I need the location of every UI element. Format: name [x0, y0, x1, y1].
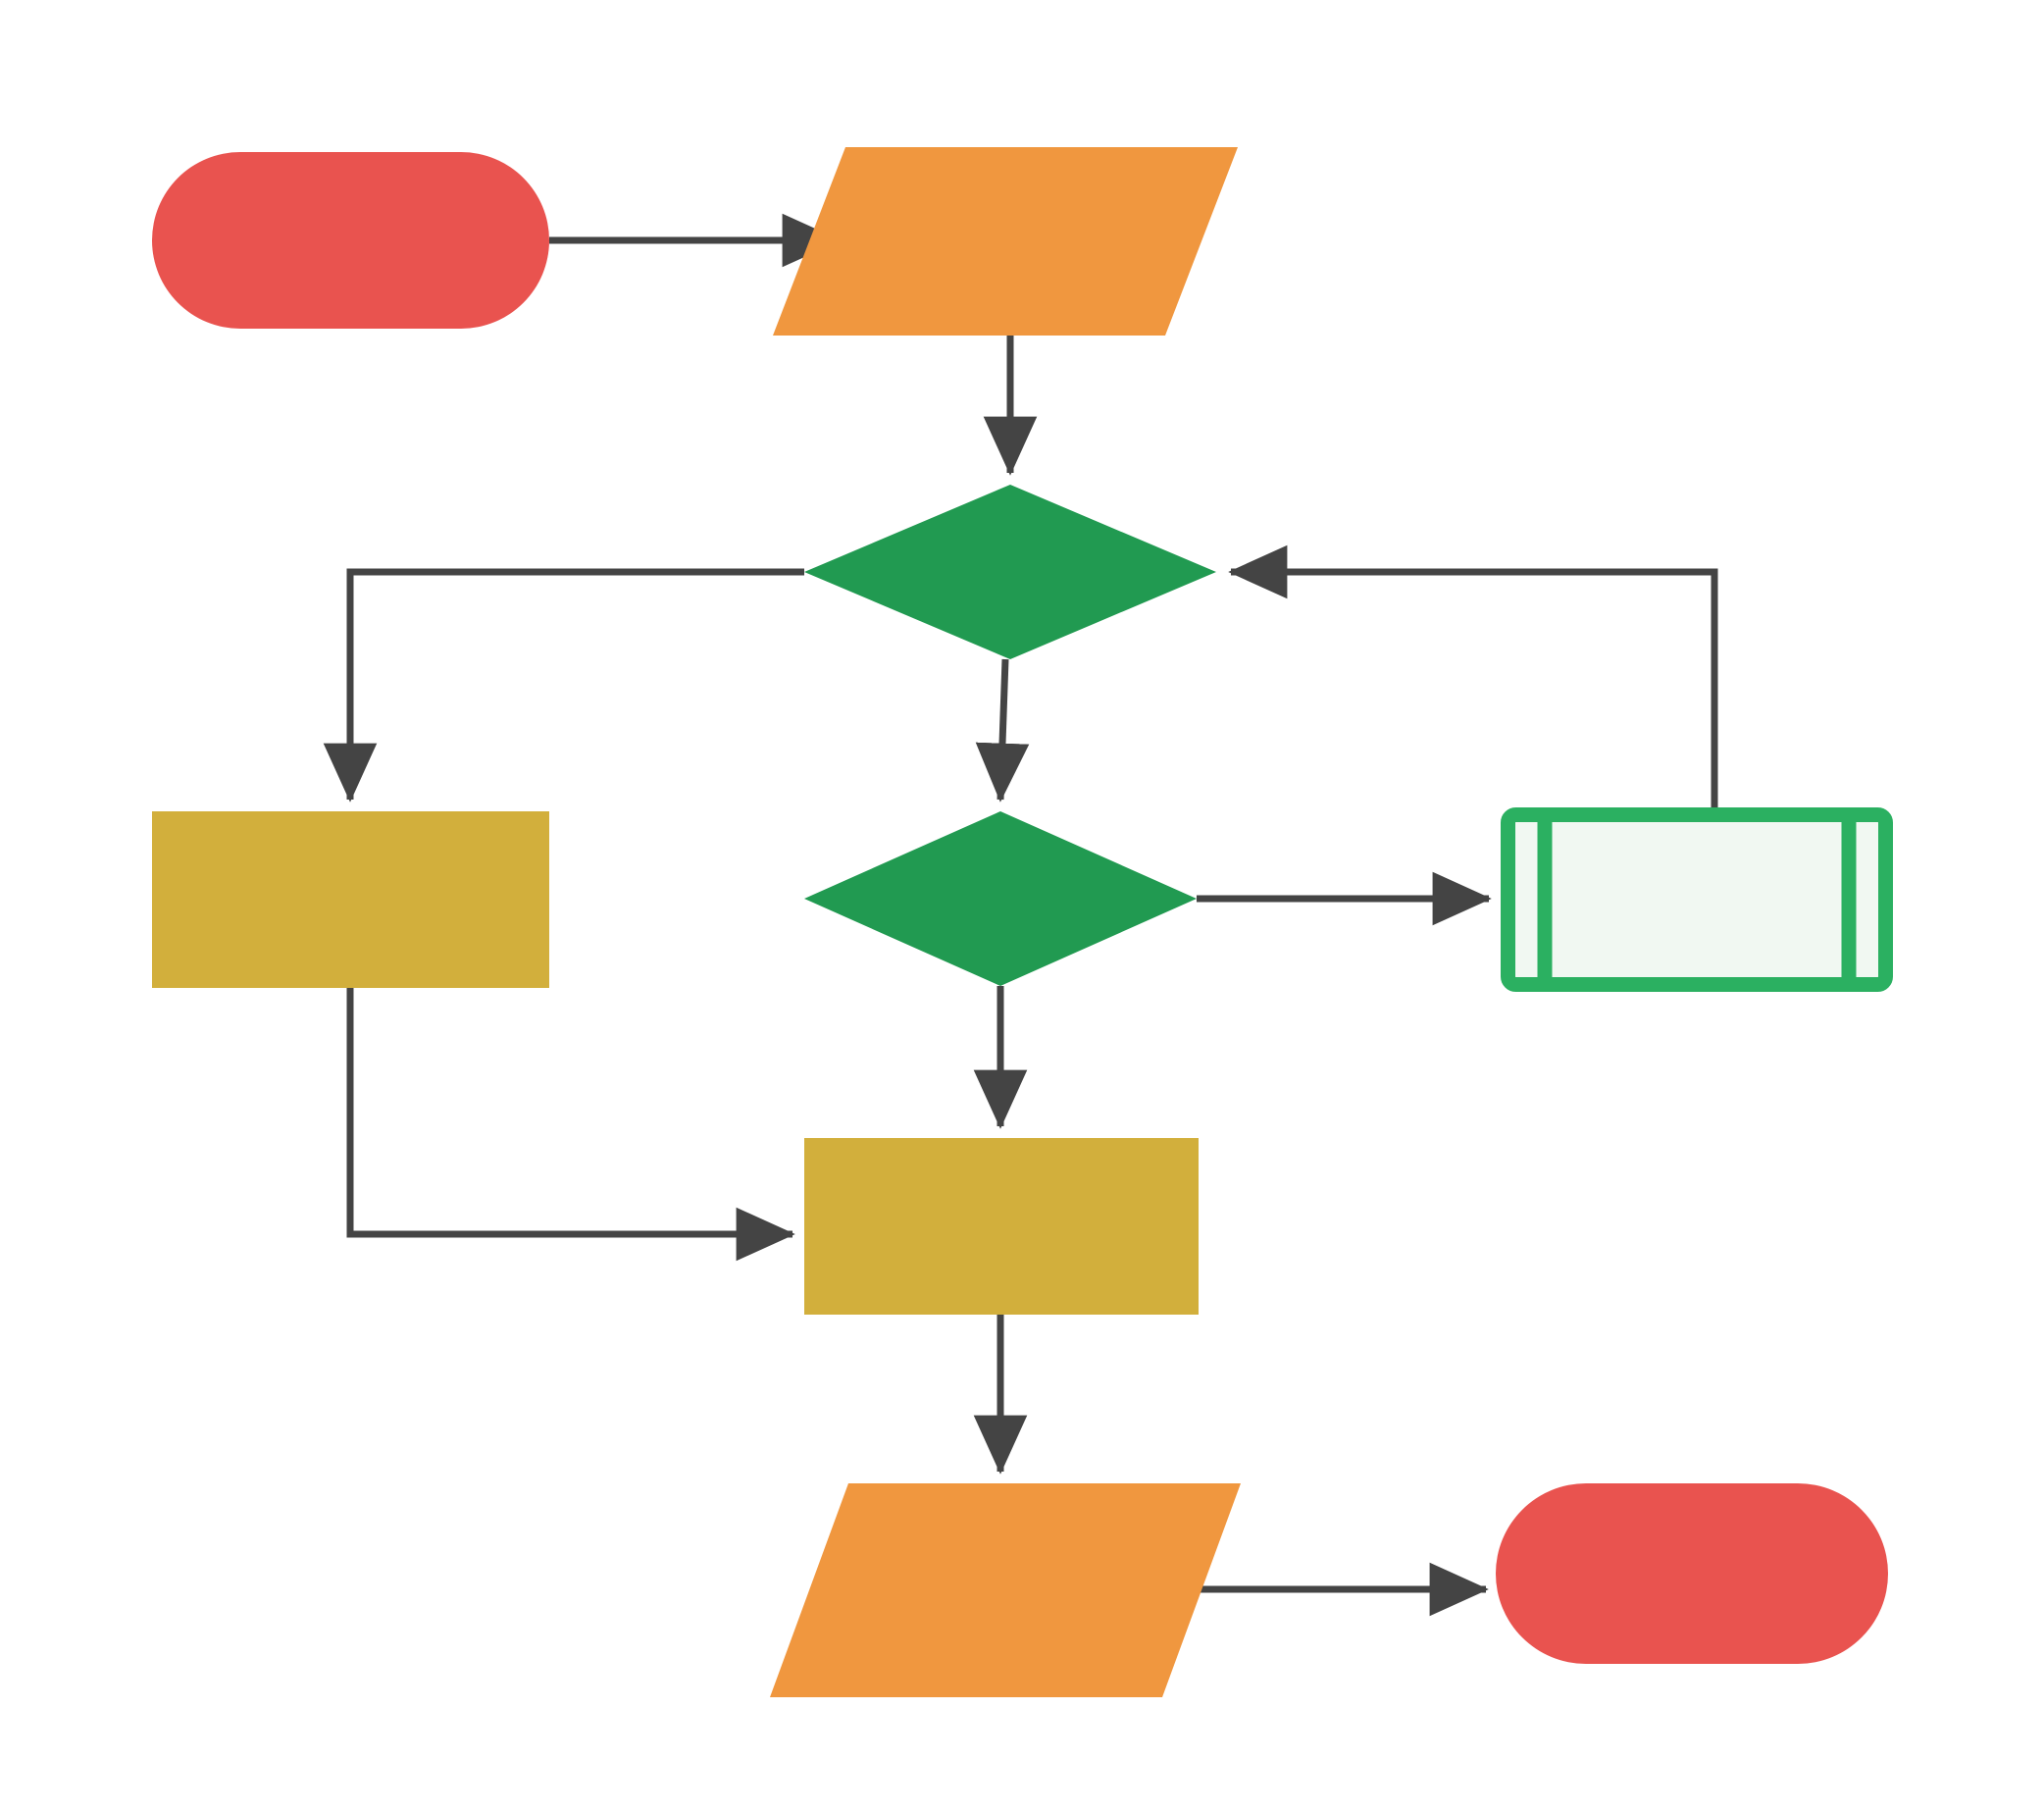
predefined-process-body[interactable] — [1501, 807, 1893, 992]
process-rectangle-left-shape[interactable] — [152, 811, 549, 988]
node-subroutine[interactable] — [1501, 807, 1893, 992]
node-output[interactable] — [770, 1483, 1241, 1697]
node-decision-1[interactable] — [804, 485, 1216, 659]
node-layer — [152, 147, 1893, 1697]
start-terminator-shape[interactable] — [152, 152, 549, 329]
node-input[interactable] — [773, 147, 1238, 336]
connector-layer — [323, 213, 1718, 1617]
input-parallelogram-shape[interactable] — [773, 147, 1238, 336]
node-end[interactable] — [1496, 1483, 1888, 1664]
edge-process-left-to-process-bottom[interactable] — [346, 988, 795, 1262]
node-start[interactable] — [152, 152, 549, 329]
node-process-left[interactable] — [152, 811, 549, 988]
edge-decision-1-to-decision-2[interactable] — [975, 658, 1030, 803]
decision-diamond-secondary-shape[interactable] — [804, 811, 1197, 986]
node-process-bottom[interactable] — [804, 1138, 1199, 1315]
edge-subroutine-to-decision-1[interactable] — [1228, 544, 1718, 807]
output-parallelogram-shape[interactable] — [770, 1483, 1241, 1697]
edge-decision-1-to-process-left[interactable] — [323, 568, 804, 803]
end-terminator-shape[interactable] — [1496, 1483, 1888, 1664]
decision-diamond-primary-shape[interactable] — [804, 485, 1216, 659]
node-decision-2[interactable] — [804, 811, 1197, 986]
process-rectangle-bottom-shape[interactable] — [804, 1138, 1199, 1315]
